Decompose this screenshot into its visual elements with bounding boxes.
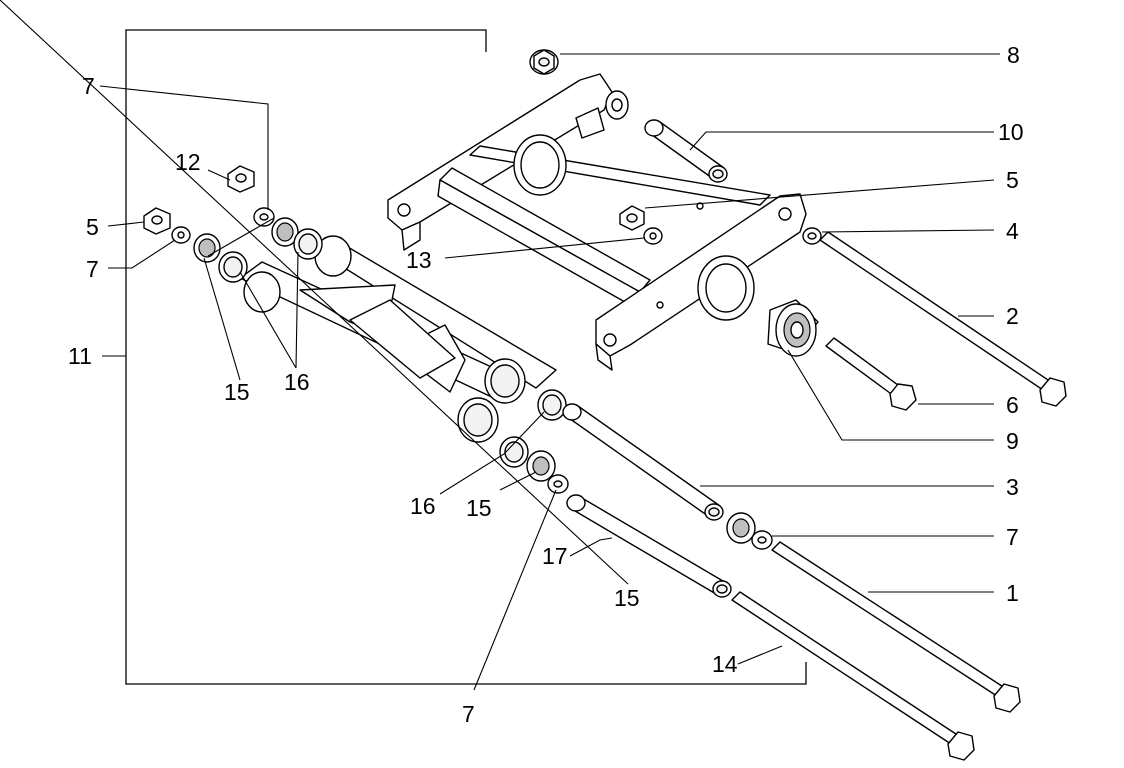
callout-7-right: 7: [1006, 524, 1019, 550]
callout-5-left: 5: [86, 214, 99, 240]
callout-7-bottom: 7: [462, 701, 475, 727]
seal-15-top: [271, 217, 299, 247]
callout-11: 11: [68, 343, 92, 369]
callout-13: 13: [406, 247, 432, 273]
callout-7-left: 7: [86, 256, 99, 282]
spacer-17: [566, 494, 732, 598]
bolt-2: [819, 231, 1067, 407]
seal-15-left: [193, 233, 221, 263]
bolt-14: [731, 591, 975, 761]
washer-7-right: [751, 530, 773, 550]
leader-lines: [0, 0, 1000, 691]
spacer-3: [562, 403, 724, 521]
callout-7-top: 7: [82, 73, 95, 99]
callout-14: 14: [712, 651, 738, 677]
callout-6: 6: [1006, 392, 1019, 418]
bolt-6: [825, 337, 917, 411]
callout-10: 10: [998, 119, 1024, 145]
bushing-16-mid: [499, 389, 567, 468]
callout-15-mid: 15: [466, 495, 492, 521]
callout-1: 1: [1006, 580, 1019, 606]
washer-4: [802, 227, 822, 245]
bushing-16-top: [293, 228, 323, 260]
swing-arm-body: [239, 235, 557, 443]
washer-7-bottom: [547, 474, 569, 494]
assembly-group-frame: [125, 29, 807, 685]
nut-8: [529, 49, 559, 75]
washer-13: [643, 227, 663, 245]
seal-15-mid: [526, 450, 556, 482]
silent-block-9: [767, 299, 819, 357]
callout-15-low: 15: [614, 585, 640, 611]
callout-labels: 8 10 5 4 2 6 9 3 7 1 7 12 5 7 13 11 15 1…: [68, 42, 1024, 727]
callout-2: 2: [1006, 303, 1019, 329]
upper-frame: [387, 73, 807, 371]
bolt-1: [771, 541, 1021, 713]
callout-16-mid: 16: [410, 493, 436, 519]
callout-9: 9: [1006, 428, 1019, 454]
washer-7-left: [171, 226, 191, 244]
nut-12: [227, 165, 255, 193]
callout-3: 3: [1006, 474, 1019, 500]
nut-5-left: [143, 207, 171, 235]
callout-5-right: 5: [1006, 167, 1019, 193]
callout-12: 12: [175, 149, 201, 175]
callout-15-left: 15: [224, 379, 250, 405]
bushing-16-left: [218, 251, 248, 283]
callout-16-left: 16: [284, 369, 310, 395]
sleeve-10: [644, 119, 728, 183]
callout-8: 8: [1007, 42, 1020, 68]
seal-15-low: [726, 512, 756, 544]
callout-17: 17: [542, 543, 568, 569]
nut-5-right: [619, 205, 645, 231]
callout-4: 4: [1006, 218, 1019, 244]
